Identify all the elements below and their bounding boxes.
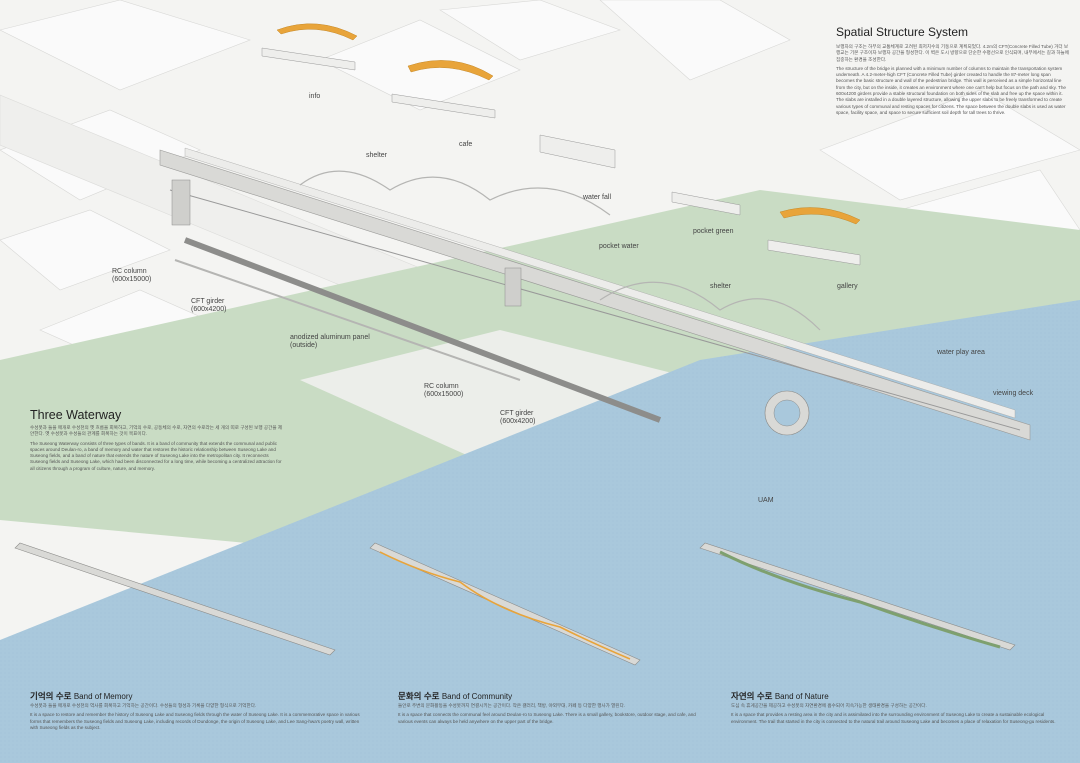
band-memory-kr: 기억의 수로: [30, 691, 72, 701]
pavilion-vignettes: [276, 23, 861, 225]
main-bridge: [159, 147, 1031, 441]
label-water-fall: water fall: [583, 194, 612, 201]
label-cft-girder-1: CFT girder (600x4200): [191, 298, 227, 313]
label-pocket-green: pocket green: [693, 228, 734, 235]
band-community-kr-desc: 들안로 주변의 문화활동을 수성못까지 연결시키는 공간이다. 작은 갤러리, …: [398, 703, 626, 708]
label-rc-column-2: RC column (600x15000): [424, 383, 464, 398]
label-rc-column-1: RC column (600x15000): [112, 268, 152, 283]
spatial-text: 보행자의 구조는 하부의 교통체계로 고려된 최저치수의 기둥으로 계획되었다.…: [836, 44, 1070, 172]
spatial-title: Spatial Structure System: [836, 25, 969, 39]
band-memory-kr-desc: 수성못과 들을 매개로 수성천의 역사를 회복하고 기억하는 공간이다. 수성들…: [30, 703, 257, 708]
three-kr: 수성못과 들을 매개로 수성천의 옛 흐름을 회복하고, 기억의 수로, 공동체…: [30, 425, 283, 437]
label-uam: UAM: [758, 497, 774, 504]
three-text: 수성못과 들을 매개로 수성천의 옛 흐름을 회복하고, 기억의 수로, 공동체…: [30, 425, 285, 515]
label-cafe: cafe: [459, 141, 473, 148]
band-nature-title: 자연의 수로 Band of Nature: [731, 690, 829, 702]
label-water-play: water play area: [937, 349, 985, 356]
spatial-en: The structure of the bridge is planned w…: [836, 65, 1066, 115]
band-memory-en-desc: It is a space to restore and remember th…: [30, 712, 360, 730]
three-title: Three Waterway: [30, 408, 122, 422]
band-memory-text: 수성못과 들을 매개로 수성천의 역사를 회복하고 기억하는 공간이다. 수성들…: [30, 703, 360, 758]
band-community-text: 들안로 주변의 문화활동을 수성못까지 연결시키는 공간이다. 작은 갤러리, …: [398, 703, 698, 758]
label-cft-girder-2: CFT girder (600x4200): [500, 410, 536, 425]
band-nature-en-desc: It is a space that provides a resting ar…: [731, 712, 1056, 724]
label-gallery: gallery: [837, 283, 858, 290]
band-nature-text: 도심 속 휴게공간을 제공하고 수성못의 자연환경에 흡수되어 지속가능한 생태…: [731, 703, 1061, 758]
spatial-kr: 보행자의 구조는 하부의 교통체계로 고려된 최저치수의 기둥으로 계획되었다.…: [836, 44, 1070, 62]
band-nature-kr-desc: 도심 속 휴게공간을 제공하고 수성못의 자연환경에 흡수되어 지속가능한 생태…: [731, 703, 927, 708]
label-viewing-deck: viewing deck: [993, 390, 1034, 397]
bottom-bands: [14, 542, 1016, 666]
label-shelter: shelter: [366, 152, 388, 159]
label-shelter-2: shelter: [710, 283, 732, 290]
three-en: The Suseong Waterway consists of three t…: [30, 440, 282, 471]
band-community-title: 문화의 수로 Band of Community: [398, 690, 512, 702]
label-info: info: [309, 93, 321, 100]
label-pocket-water: pocket water: [599, 243, 639, 250]
band-community-kr: 문화의 수로: [398, 691, 440, 701]
band-memory-title: 기억의 수로 Band of Memory: [30, 690, 133, 702]
band-memory-en: Band of Memory: [73, 692, 133, 701]
band-nature-en: Band of Nature: [774, 692, 829, 701]
band-community-en: Band of Community: [441, 692, 513, 701]
band-nature-kr: 자연의 수로: [731, 691, 773, 701]
band-community-en-desc: It is a space that connects the communal…: [398, 712, 696, 724]
label-anodized-panel: anodized aluminum panel (outside): [290, 334, 370, 349]
